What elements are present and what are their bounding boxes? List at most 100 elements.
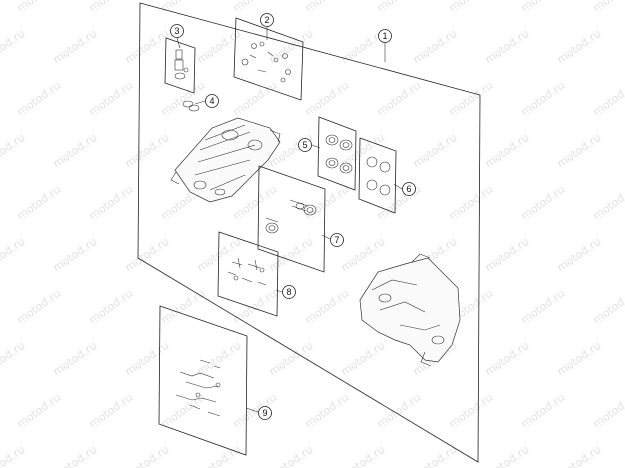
watermark-text: motod.ru <box>411 27 460 67</box>
watermark-text: motod.ru <box>15 287 64 327</box>
watermark-text: motod.ru <box>519 0 568 14</box>
watermark-text: motod.ru <box>303 0 352 14</box>
watermark-text: motod.ru <box>339 235 388 275</box>
watermark-text: motod.ru <box>159 391 208 431</box>
watermark-text: motod.ru <box>483 131 532 171</box>
subkit-8-sheet <box>217 231 279 317</box>
svg-text:5: 5 <box>302 140 307 150</box>
watermark-text: motod.ru <box>555 131 604 171</box>
svg-text:4: 4 <box>209 96 214 106</box>
watermark-text: motod.ru <box>483 339 532 379</box>
watermark-text: motod.ru <box>0 131 27 171</box>
watermark-text: motod.ru <box>555 27 604 67</box>
callouts: 1 2 3 4 5 6 7 8 <box>170 13 416 420</box>
callout-1: 1 <box>378 29 392 43</box>
watermark-text: motod.ru <box>51 235 100 275</box>
subkit-3-sheet <box>164 37 196 94</box>
watermark-text: motod.ru <box>555 339 604 379</box>
watermark-text: motod.ru <box>447 391 496 431</box>
subkit-7-sheet <box>257 165 326 273</box>
svg-text:3: 3 <box>174 26 179 36</box>
caliper-body <box>170 117 281 203</box>
watermark-text: motod.ru <box>231 0 280 14</box>
watermark-text: motod.ru <box>483 27 532 67</box>
watermark-text: motod.ru <box>159 0 208 14</box>
pins-part <box>265 199 317 234</box>
watermark-text: motod.ru <box>15 391 64 431</box>
leader-lines <box>176 27 403 413</box>
watermark-text: motod.ru <box>339 443 388 468</box>
watermark-text: motod.ru <box>375 183 424 223</box>
watermark-text: motod.ru <box>195 27 244 67</box>
watermark-text: motod.ru <box>51 443 100 468</box>
watermark-text: motod.ru <box>267 339 316 379</box>
watermark-text: motod.ru <box>195 339 244 379</box>
watermark-text: motod.ru <box>519 391 568 431</box>
pad-spring-part <box>175 359 221 417</box>
watermark-text: motod.ru <box>591 183 625 223</box>
watermark-text: motod.ru <box>555 443 604 468</box>
svg-text:2: 2 <box>264 15 269 25</box>
watermark-text: motod.ru <box>555 235 604 275</box>
svg-text:1: 1 <box>382 31 387 41</box>
watermark-text: motod.ru <box>87 391 136 431</box>
watermark-text: motod.ru <box>591 287 625 327</box>
watermark-text: motod.ru <box>0 339 27 379</box>
watermark-text: motod.ru <box>339 339 388 379</box>
watermark-text: motod.ru <box>0 235 27 275</box>
watermark-text: motod.ru <box>303 391 352 431</box>
watermark-text: motod.ru <box>303 287 352 327</box>
watermark-text: motod.ru <box>51 131 100 171</box>
callout-5: 5 <box>298 138 312 152</box>
watermark-text: motod.ru <box>231 79 280 119</box>
screws-part <box>227 257 267 286</box>
watermark-text: motod.ru <box>0 443 27 468</box>
seals-part <box>325 134 353 174</box>
callout-8: 8 <box>282 285 296 299</box>
watermark-text: motod.ru <box>519 79 568 119</box>
watermark-text: motod.ru <box>123 235 172 275</box>
watermark-text: motod.ru <box>447 183 496 223</box>
svg-text:8: 8 <box>286 287 291 297</box>
watermark-text: motod.ru <box>15 79 64 119</box>
callout-4: 4 <box>205 94 219 108</box>
caliper-bracket <box>359 253 461 367</box>
watermark-text: motod.ru <box>123 27 172 67</box>
watermark-text: motod.ru <box>447 79 496 119</box>
watermark-text: motod.ru <box>591 391 625 431</box>
watermark-text: motod.ru <box>483 443 532 468</box>
watermark-text: motod.ru <box>591 79 625 119</box>
watermark-text: motod.ru <box>591 0 625 14</box>
watermark-text: motod.ru <box>87 287 136 327</box>
watermark-text: motod.ru <box>87 0 136 14</box>
o-rings-part <box>182 100 200 112</box>
watermark-text: motod.ru <box>483 235 532 275</box>
watermark-text: motod.ru <box>0 27 27 67</box>
watermark-text: motod.ru <box>123 339 172 379</box>
watermark-text: motod.ru <box>123 131 172 171</box>
kit-outline <box>137 2 481 463</box>
watermark-text: motod.ru <box>303 79 352 119</box>
svg-text:6: 6 <box>406 184 411 194</box>
watermark-text: motod.ru <box>51 27 100 67</box>
watermark-text: motod.ru <box>339 131 388 171</box>
callout-7: 7 <box>330 233 344 247</box>
subkit-9-sheet <box>158 305 248 456</box>
svg-text:9: 9 <box>262 408 267 418</box>
watermark-text: motod.ru <box>519 183 568 223</box>
watermark-text: motod.ru <box>411 131 460 171</box>
subkit-6-sheet <box>358 137 397 214</box>
svg-text:7: 7 <box>334 235 339 245</box>
subkit-2-parts <box>241 41 291 83</box>
watermark-text: motod.ru <box>15 183 64 223</box>
watermark-text: motod.ru <box>375 0 424 14</box>
callout-2: 2 <box>260 13 274 27</box>
callout-6: 6 <box>402 182 416 196</box>
watermark-text: motod.ru <box>519 287 568 327</box>
bleed-nipple-part <box>174 49 189 80</box>
watermark-text: motod.ru <box>195 443 244 468</box>
watermark-text: motod.ru <box>447 0 496 14</box>
watermark-text: motod.ru <box>231 287 280 327</box>
